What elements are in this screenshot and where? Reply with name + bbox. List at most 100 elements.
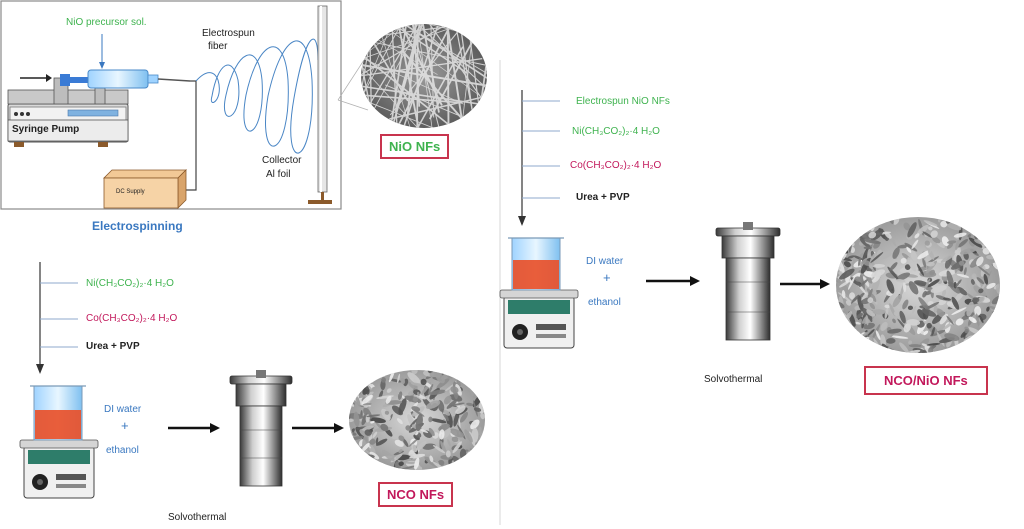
sem-flake xyxy=(349,444,356,453)
sem-flake xyxy=(889,235,897,247)
sem-flake xyxy=(956,273,970,278)
sem-flake xyxy=(440,465,451,470)
sem-flake xyxy=(858,278,869,288)
sem-flake xyxy=(946,315,954,325)
sem-flake xyxy=(944,255,953,269)
collector-label-line1: Collector xyxy=(262,155,302,166)
sem-flake xyxy=(847,339,852,344)
sem-flake xyxy=(930,230,938,238)
sem-flake xyxy=(430,418,447,424)
sem-flake xyxy=(975,231,982,236)
sem-flake xyxy=(437,460,445,466)
sem-fiber-strand xyxy=(419,36,442,128)
sem-fiber-strand xyxy=(386,25,439,128)
collector xyxy=(308,5,332,204)
beaker-stirrer-left xyxy=(19,385,99,499)
sem-flake xyxy=(439,429,445,440)
right-reagent-ni: Ni(CH₃CO₂)₂·4 H₂O xyxy=(572,126,660,137)
sem-flake xyxy=(477,426,482,436)
sem-flake xyxy=(372,431,378,439)
sem-flake xyxy=(906,319,921,326)
sem-flake xyxy=(362,403,372,406)
sem-flake xyxy=(870,252,884,263)
sem-flake xyxy=(914,280,928,287)
sem-flake xyxy=(420,378,427,386)
sem-flake xyxy=(375,437,379,445)
sem-flake xyxy=(927,279,940,288)
sem-flake xyxy=(957,217,966,226)
sem-flake xyxy=(351,457,364,467)
sem-flake xyxy=(443,409,451,416)
sem-flake xyxy=(841,289,846,299)
sem-flake xyxy=(451,436,459,443)
left-solvent-plus: + xyxy=(121,418,129,433)
sem-flake xyxy=(863,338,869,353)
sem-flake xyxy=(917,224,929,235)
sem-flake xyxy=(411,406,421,412)
sem-flake xyxy=(946,243,954,249)
sem-fiber-strand xyxy=(361,41,447,128)
pump-label: Syringe Pump xyxy=(12,124,80,135)
sem-flake xyxy=(926,261,935,267)
sem-flake xyxy=(921,308,937,317)
sem-flake xyxy=(845,217,862,223)
sem-flake xyxy=(922,258,927,268)
sem-flake xyxy=(370,420,375,424)
sem-flake xyxy=(364,385,370,395)
sem-flake xyxy=(931,236,941,244)
sem-flake xyxy=(869,348,876,353)
sem-flake xyxy=(385,395,392,404)
sem-flake xyxy=(970,279,975,285)
sem-flake xyxy=(957,239,968,248)
sem-flake xyxy=(988,222,998,231)
sem-flake xyxy=(940,220,948,228)
sem-fiber-strand xyxy=(446,24,450,128)
sem-fiber-strand xyxy=(402,51,487,128)
sem-flake xyxy=(350,382,359,396)
supply-label: DC Supply xyxy=(116,189,145,195)
sem-flake xyxy=(914,233,920,239)
sem-flake xyxy=(415,414,423,432)
fiber-label-line2: fiber xyxy=(208,41,228,52)
sem-flake xyxy=(983,334,992,341)
sem-flake xyxy=(455,405,466,415)
sem-flake xyxy=(927,248,935,260)
sem-flake xyxy=(400,377,406,385)
sem-flake xyxy=(466,402,474,407)
sem-flake xyxy=(461,370,468,376)
sem-flake xyxy=(381,377,386,383)
sem-flake xyxy=(912,348,928,353)
sem-flake xyxy=(967,277,972,289)
sem-flake xyxy=(960,247,977,255)
sem-flake xyxy=(867,278,873,284)
sem-flake xyxy=(428,427,435,436)
sem-flake xyxy=(964,221,969,226)
sem-flake xyxy=(903,323,911,333)
sem-flake xyxy=(867,297,874,303)
sem-flake xyxy=(349,452,352,464)
sem-flake xyxy=(852,336,864,344)
sem-flake xyxy=(990,227,999,232)
sem-flake xyxy=(432,444,446,454)
sem-flake xyxy=(947,240,957,244)
sem-flake xyxy=(836,241,841,253)
sem-flake xyxy=(857,294,864,312)
sem-flake xyxy=(427,384,434,395)
sem-flake xyxy=(868,231,877,239)
sem-flake xyxy=(470,370,480,380)
sem-flake xyxy=(364,370,377,378)
sem-flake xyxy=(866,309,876,317)
sem-flake xyxy=(860,217,869,230)
sem-flake xyxy=(904,264,911,271)
sem-flake xyxy=(349,449,356,458)
sem-flake xyxy=(397,373,401,384)
sem-flake xyxy=(477,370,485,377)
sem-flake xyxy=(847,255,855,259)
sem-flake xyxy=(359,458,369,468)
sem-flake xyxy=(975,313,980,327)
sem-flake xyxy=(397,391,403,400)
sem-flake xyxy=(362,425,374,431)
sem-flake xyxy=(841,218,850,229)
sem-flake xyxy=(452,374,458,378)
sem-flake xyxy=(466,378,481,385)
